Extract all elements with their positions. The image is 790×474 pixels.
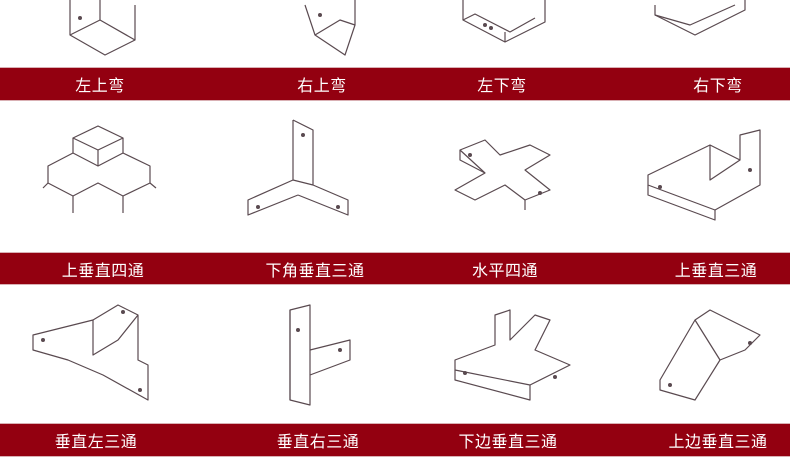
label-band-row-2: 上垂直四通 下角垂直三通 水平四通 上垂直三通 [0,252,790,285]
fitting-label: 水平四通 [471,260,539,280]
fitting-label: 下角垂直三通 [265,260,365,280]
fitting-label: 上边垂直三通 [668,432,768,451]
fitting-label: 右上弯 [297,76,347,95]
fitting-left-upper-bend-image [55,0,145,62]
fitting-label: 上垂直三通 [674,260,758,280]
fitting-upper-side-vertical-tee-image [650,305,770,405]
fitting-upper-vertical-tee-image [640,125,770,225]
fitting-vertical-right-tee-image [280,300,360,410]
fitting-label: 垂直右三通 [276,432,360,451]
fitting-vertical-left-tee-image [28,300,168,410]
fitting-label: 右下弯 [693,76,743,95]
fitting-right-lower-bend-image [650,0,750,62]
fitting-label: 左下弯 [477,76,527,95]
fitting-label: 下边垂直三通 [458,432,558,451]
fitting-upper-vertical-cross-image [38,118,160,218]
fitting-label: 垂直左三通 [54,432,138,451]
label-band-row-3: 垂直左三通 垂直右三通 下边垂直三通 上边垂直三通 [0,423,790,457]
fitting-lower-corner-vertical-tee-image [238,115,356,225]
fitting-lower-side-vertical-tee-image [445,305,575,405]
label-band-row-1: 左上弯 右上弯 左下弯 右下弯 [0,67,790,101]
fitting-label: 上垂直四通 [61,260,145,280]
fitting-label: 左上弯 [75,76,125,95]
fitting-left-lower-bend-image [455,0,555,62]
fitting-right-upper-bend-image [285,0,375,62]
fitting-horizontal-cross-image [445,125,565,220]
